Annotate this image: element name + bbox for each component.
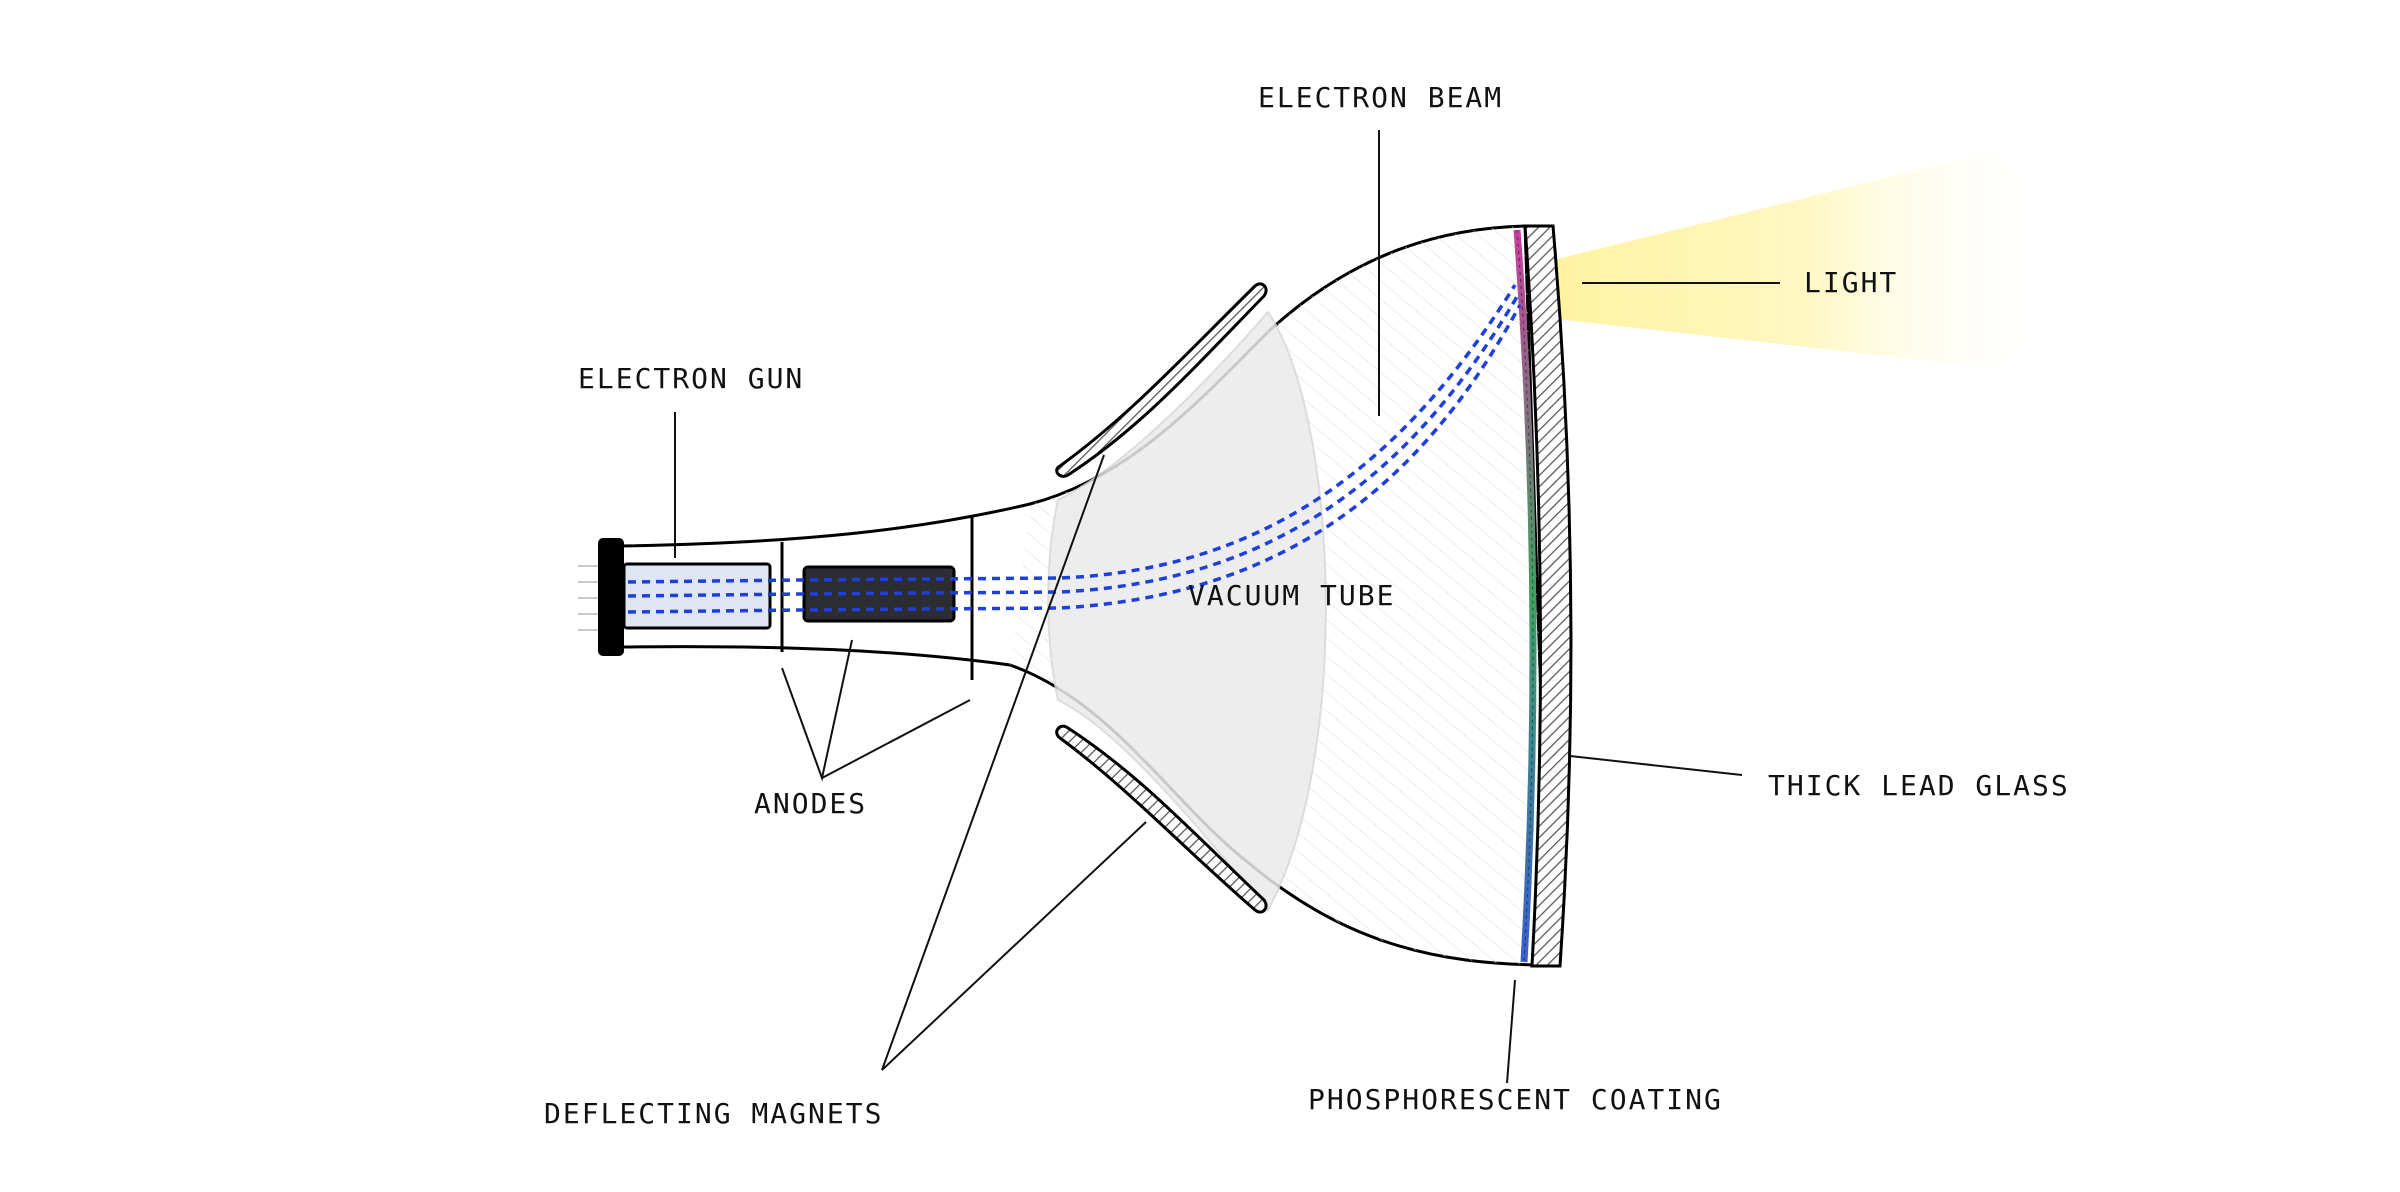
leader-anodes-3 bbox=[821, 699, 971, 779]
light-cone bbox=[1512, 150, 2048, 370]
deflecting-magnet-bottom bbox=[1055, 724, 1268, 914]
deflecting-magnet-top bbox=[1055, 282, 1268, 478]
electron-beams bbox=[627, 284, 1522, 614]
leader-thick-lead-glass bbox=[1569, 755, 1743, 776]
thick-lead-glass bbox=[1523, 224, 1573, 968]
label-deflecting-magnets: DEFLECTING MAGNETS bbox=[544, 1097, 883, 1130]
label-thick-lead-glass: THICK LEAD GLASS bbox=[1768, 769, 2070, 802]
label-electron-beam: ELECTRON BEAM bbox=[1258, 81, 1503, 114]
label-electron-gun: ELECTRON GUN bbox=[578, 362, 804, 395]
label-vacuum-tube: VACUUM TUBE bbox=[1188, 579, 1395, 612]
vacuum-shade bbox=[1047, 310, 1327, 912]
label-phosphorescent-coating: PHOSPHORESCENT COATING bbox=[1308, 1083, 1723, 1116]
label-anodes: ANODES bbox=[754, 787, 867, 820]
gun-pins bbox=[578, 565, 598, 631]
electron-beam-2 bbox=[627, 294, 1520, 598]
leader-deflecting-magnets bbox=[881, 454, 1147, 1071]
electron-gun-cap bbox=[598, 538, 624, 656]
electron-beam-3 bbox=[627, 304, 1522, 614]
label-light: LIGHT bbox=[1804, 266, 1898, 299]
leader-anodes bbox=[781, 639, 853, 782]
leader-phosphorescent-coating bbox=[1506, 979, 1516, 1084]
electron-beam-1 bbox=[627, 284, 1517, 584]
